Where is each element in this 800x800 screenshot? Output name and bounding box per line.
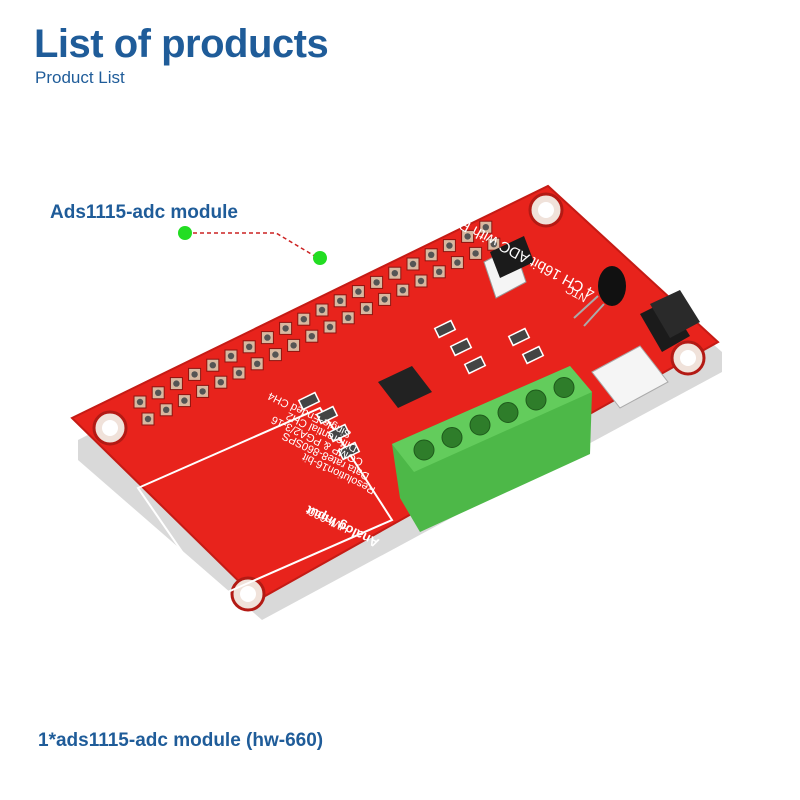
gpio-pad-hole	[191, 371, 198, 378]
gpio-pad-hole	[227, 352, 235, 360]
gpio-pad-hole	[490, 241, 497, 248]
gpio-pad-hole	[254, 360, 261, 367]
terminal-screw	[413, 439, 435, 461]
gpio-pad-hole	[217, 379, 224, 386]
ntc-thermistor	[573, 266, 626, 327]
gpio-pad-hole	[417, 277, 425, 285]
page-title: List of products	[34, 22, 329, 66]
gpio-pad-hole	[399, 287, 406, 294]
smd-components	[297, 319, 545, 461]
gpio-pad-hole	[391, 270, 398, 277]
gpio-pad-hole	[136, 398, 144, 406]
gpio-pad-hole	[436, 268, 443, 275]
gpio-pad-hole	[264, 334, 271, 341]
gpio-pad-hole	[345, 314, 352, 321]
gpio-pad-hole	[363, 305, 370, 312]
side-pin-header	[591, 290, 700, 409]
gpio-pad-hole	[454, 259, 461, 266]
gpio-pad-hole	[446, 242, 453, 249]
terminal-screw	[441, 427, 463, 448]
gpio-pad-hole	[381, 296, 388, 303]
callout-label: Ads1115-adc module	[50, 202, 238, 223]
jumper-connector	[483, 236, 534, 299]
gpio-pad-hole	[282, 325, 289, 332]
gpio-pad-hole	[472, 250, 479, 257]
terminal-screws	[413, 377, 575, 461]
gpio-pad-hole	[209, 362, 216, 369]
gpio-pad-hole	[290, 342, 297, 349]
gpio-header-pads	[133, 220, 501, 426]
spec-box	[136, 406, 394, 600]
gpio-pad-hole	[409, 260, 417, 268]
gpio-pad-hole	[235, 369, 243, 377]
gpio-pad-hole	[181, 397, 188, 404]
gpio-pad-hole	[155, 389, 162, 396]
gpio-pad-hole	[428, 251, 435, 258]
gpio-pad-hole	[355, 288, 362, 295]
terminal-screw	[525, 389, 547, 411]
gpio-pad-hole	[272, 351, 279, 358]
mounting-holes	[92, 192, 706, 612]
gpio-pad-hole	[482, 224, 489, 231]
gpio-pad-hole	[308, 333, 315, 340]
terminal-screw	[469, 414, 491, 436]
screw-terminal-block	[392, 366, 592, 532]
gpio-pad-hole	[326, 323, 334, 331]
product-caption: 1*ads1115-adc module (hw-660)	[38, 730, 324, 751]
gpio-pad-hole	[300, 316, 307, 323]
gpio-pad-hole	[464, 233, 471, 240]
gpio-pad-hole	[246, 343, 253, 350]
page-subtitle: Product List	[35, 68, 125, 87]
gpio-pad-hole	[199, 388, 206, 395]
gpio-pad-hole	[144, 415, 152, 423]
gpio-pad-hole	[318, 306, 326, 314]
adc-chip	[378, 366, 432, 408]
gpio-pad-hole	[337, 297, 344, 304]
gpio-pad-hole	[163, 406, 170, 413]
gpio-pad-hole	[373, 279, 380, 286]
gpio-pad-hole	[173, 380, 180, 387]
terminal-screw	[497, 402, 519, 423]
terminal-screw	[553, 377, 575, 398]
